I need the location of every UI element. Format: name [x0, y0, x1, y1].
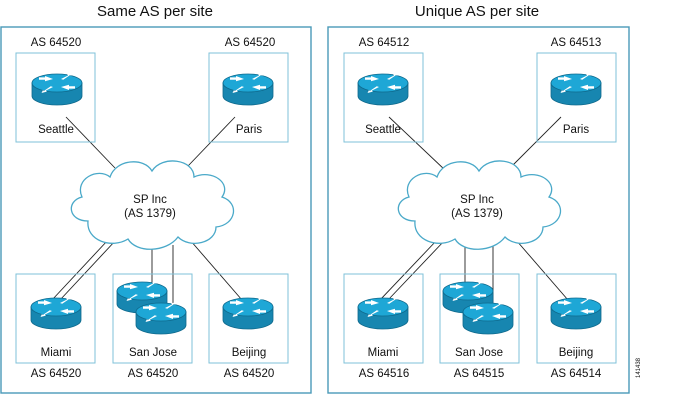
site-name: Miami: [368, 347, 399, 359]
router-icon: [550, 296, 602, 330]
site-seattle: AS 64512 Seattle: [343, 37, 424, 143]
as-number: AS 64513: [551, 37, 602, 49]
router-icon: [462, 301, 514, 335]
site-name: San Jose: [129, 347, 177, 359]
router-icon: [31, 72, 83, 106]
as-number: AS 64514: [551, 368, 602, 380]
panel-unique-as: Unique AS per site AS 64512 Seattle AS 6…: [327, 3, 630, 394]
site-name: Seattle: [38, 124, 74, 136]
site-beijing: Beijing AS 64520: [208, 273, 289, 380]
router-icon: [222, 296, 274, 330]
site-name: San Jose: [455, 347, 503, 359]
panel-title: Unique AS per site: [415, 3, 539, 20]
site-name: Miami: [41, 347, 72, 359]
provider-cloud: SP Inc (AS 1379): [70, 160, 235, 250]
cloud-as: (AS 1379): [124, 208, 176, 220]
panel-frame: [0, 26, 312, 394]
site-beijing: Beijing AS 64514: [536, 273, 617, 380]
as-number: AS 64515: [454, 368, 505, 380]
site-name: Paris: [563, 124, 589, 136]
as-number: AS 64512: [359, 37, 410, 49]
site-name: Beijing: [559, 347, 594, 359]
cloud-name: SP Inc: [133, 194, 167, 206]
cloud-as: (AS 1379): [451, 208, 503, 220]
site-name: Paris: [236, 124, 262, 136]
figure-number: 141438: [636, 357, 642, 378]
site-seattle: AS 64520 Seattle: [15, 37, 96, 143]
as-number: AS 64520: [128, 368, 179, 380]
site-paris: AS 64520 Paris: [208, 37, 289, 143]
provider-cloud: SP Inc (AS 1379): [397, 160, 562, 250]
router-icon: [357, 72, 409, 106]
site-sanjose: San Jose AS 64515: [439, 273, 520, 380]
site-name: Beijing: [232, 347, 267, 359]
as-number: AS 64520: [225, 37, 276, 49]
site-miami: Miami AS 64516: [343, 273, 424, 380]
panel-title: Same AS per site: [97, 3, 213, 20]
panel-same-as: Same AS per site AS 64520 Seattle AS 645…: [0, 3, 312, 394]
as-number: AS 64516: [359, 368, 410, 380]
panel-frame: [327, 26, 630, 394]
site-sanjose: San Jose AS 64520: [112, 273, 193, 380]
router-icon: [550, 72, 602, 106]
site-name: Seattle: [365, 124, 401, 136]
router-icon: [135, 301, 187, 335]
site-miami: Miami AS 64520: [15, 273, 96, 380]
as-number: AS 64520: [224, 368, 275, 380]
router-icon: [30, 296, 82, 330]
router-icon: [357, 296, 409, 330]
cloud-name: SP Inc: [460, 194, 494, 206]
as-number: AS 64520: [31, 368, 82, 380]
site-paris: AS 64513 Paris: [536, 37, 617, 143]
router-icon: [222, 72, 274, 106]
as-number: AS 64520: [31, 37, 82, 49]
